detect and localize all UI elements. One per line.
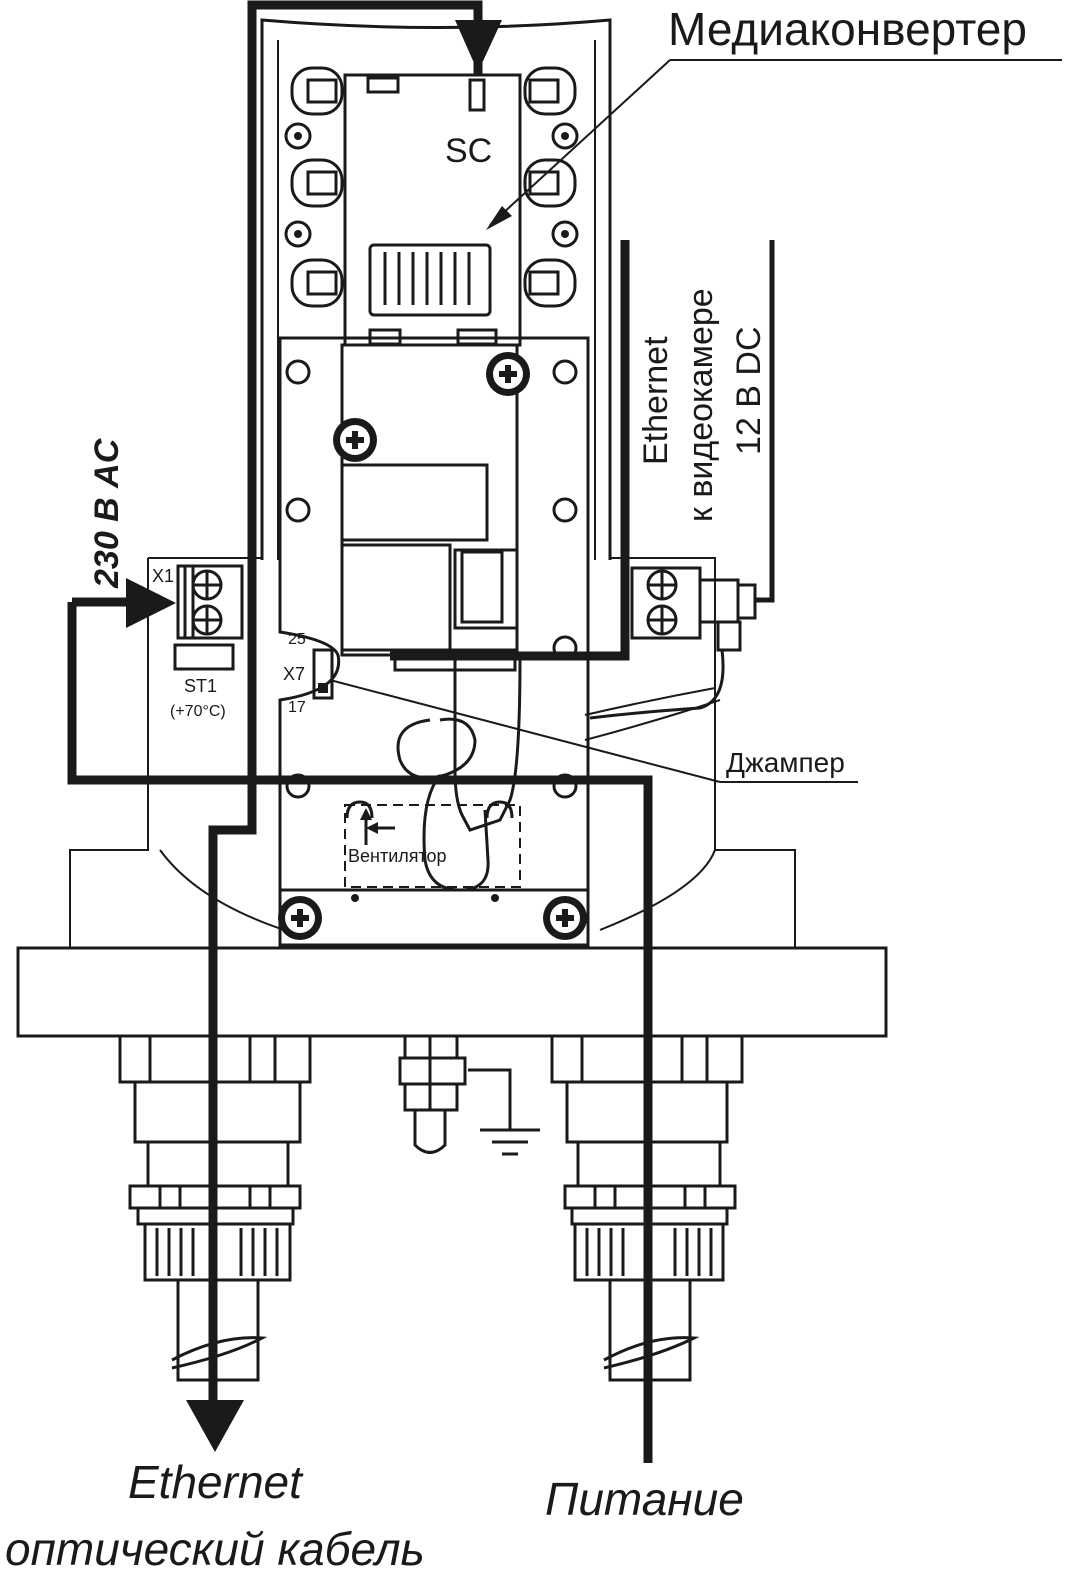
screw-icon — [543, 896, 587, 940]
screw-icon — [486, 352, 530, 396]
ethernet-bottom-label: Ethernet — [128, 1456, 304, 1508]
st1-temp-label: (+70°C) — [170, 703, 226, 720]
mounting-rail — [260, 18, 612, 560]
base-plate — [16, 946, 888, 1038]
ground-icon — [480, 1128, 540, 1156]
media-converter-module: SC — [343, 73, 522, 347]
vent-slots — [368, 243, 492, 317]
x7-label: X7 — [283, 664, 305, 684]
pin-17-label: 17 — [288, 699, 306, 716]
fan-label: Вентилятор — [348, 846, 447, 866]
screw-icon — [278, 896, 322, 940]
media-converter-label: Медиаконвертер — [668, 3, 1027, 55]
fiber-cable-wire — [186, 0, 502, 1452]
st1-label: ST1 — [184, 676, 217, 696]
main-board — [278, 336, 590, 947]
media-converter-callout: Медиаконвертер — [486, 3, 1062, 230]
terminal-dc-out — [589, 566, 757, 720]
ground-bolt — [398, 1034, 512, 1154]
power-label: Питание — [545, 1473, 744, 1525]
ac-voltage-label: 230 В AC — [88, 438, 126, 589]
dc-voltage-label: 12 В DC — [730, 327, 768, 456]
x1-label: X1 — [152, 566, 174, 586]
fiber-loop — [396, 659, 522, 892]
ethernet-camera-label: Ethernet — [637, 336, 675, 465]
fan: Вентилятор — [344, 800, 521, 888]
to-camera-label: к видеокамере — [682, 288, 720, 522]
optic-cable-label: оптический кабель — [5, 1523, 425, 1575]
pin-25-label: 25 — [288, 631, 306, 648]
sc-connector-label: SC — [445, 132, 492, 170]
terminal-x1: X1 ST1 (+70°C) — [152, 564, 244, 720]
jumper-x7: 25 X7 17 Джампер — [283, 631, 858, 783]
camera-ethernet-wire — [755, 240, 775, 603]
power-wire — [67, 240, 653, 1463]
jumper-label: Джампер — [726, 747, 845, 778]
screw-icon — [333, 418, 377, 462]
